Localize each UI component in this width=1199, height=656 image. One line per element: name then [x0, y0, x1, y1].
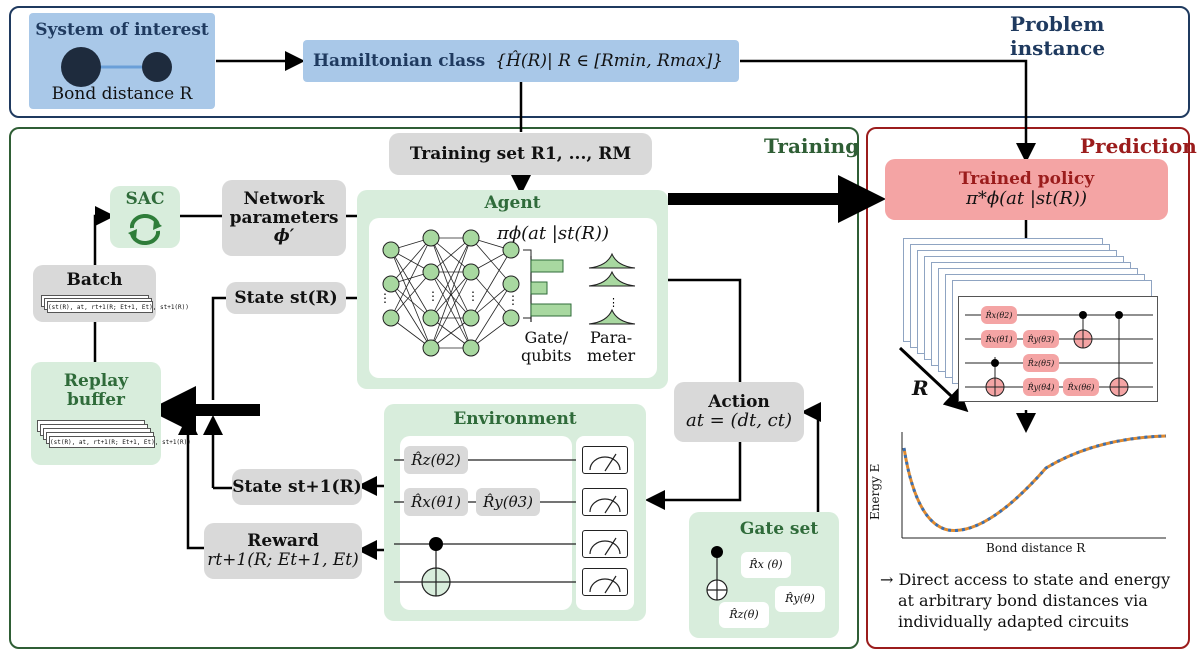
replay-line2: buffer	[67, 389, 125, 410]
hamiltonian-expr: {Ĥ(R)| R ∈ [Rmin, Rmax]}	[495, 50, 724, 71]
state-box: State st(R)	[226, 282, 346, 314]
problem-instance-frame	[9, 6, 1190, 118]
trained-policy-line1: Trained policy	[958, 169, 1095, 190]
gate-set-rz: R̂z(θ)	[719, 602, 769, 628]
batch-row: (st(R), at, rt+1(R; Et+1, Et), st+1(R))	[47, 301, 189, 313]
parameter-label: Para- meter	[587, 328, 636, 366]
circuit-gate-4: R̂y(θ4)	[1023, 378, 1059, 396]
svg-text:⋮: ⋮	[467, 289, 479, 303]
action-line2: at = (dt, ct)	[685, 410, 793, 432]
env-gate-rz: R̂z(θ2)	[404, 446, 468, 474]
action-box: Action at = (dt, ct)	[674, 382, 804, 442]
hamiltonian-class-box: Hamiltonian class {Ĥ(R)| R ∈ [Rmin, Rmax…	[303, 40, 739, 82]
env-gate-ry: R̂y(θ3)	[476, 488, 540, 516]
gate-set-rx: R̂x (θ)	[741, 552, 791, 578]
plot-x-label: Bond distance R	[986, 541, 1086, 555]
training-title: Training	[764, 134, 860, 158]
batch-box: Batch (st(R), at, rt+1(R; Et+1, Et), st+…	[33, 265, 189, 322]
svg-text:⋮: ⋮	[379, 291, 391, 305]
reward-line2: rt+1(R; Et+1, Et)	[207, 550, 359, 570]
circuit-gate-1: R̂x(θ1)	[981, 330, 1017, 348]
problem-instance-title: Problem instance	[1010, 12, 1106, 60]
circuit-gate-0: R̂x(θ2)	[981, 306, 1017, 324]
network-params-line1: Network	[243, 188, 325, 209]
batch-label: Batch	[66, 270, 123, 290]
gate-set-cnot-icon	[706, 546, 728, 601]
sac-label: SAC	[125, 189, 165, 209]
neural-network-icon: ⋮ ⋮ ⋮ ⋮	[379, 229, 539, 357]
env-gate-rx: R̂x(θ1)	[404, 488, 468, 516]
state-next-box: State st+1(R)	[232, 469, 362, 505]
meter-needles	[589, 453, 621, 594]
r-axis-label: R	[912, 376, 929, 400]
state-next-label: State st+1(R)	[232, 476, 362, 497]
svg-text:⋮: ⋮	[608, 296, 619, 309]
state-label: State st(R)	[234, 287, 338, 308]
gate-qubits-label: Gate/ qubits	[521, 328, 572, 366]
gate-set-ry: R̂y(θ)	[775, 586, 825, 612]
action-line1: Action	[708, 391, 770, 412]
reward-box: Reward rt+1(R; Et+1, Et)	[204, 523, 362, 579]
policy-label: πϕ(at |st(R))	[497, 223, 609, 244]
svg-text:⋮: ⋮	[427, 289, 439, 303]
training-frame	[9, 127, 859, 649]
front-circuit: R̂x(θ2) R̂x(θ1) R̂y(θ3) R̂z(θ5) R̂y(θ4) …	[958, 296, 1158, 402]
gate-set-label: Gate set	[739, 519, 819, 539]
network-params-line3: ϕ′	[273, 226, 295, 247]
reward-line1: Reward	[247, 531, 319, 552]
circuit-gate-3: R̂z(θ5)	[1023, 354, 1059, 372]
gaussian-icon: ⋮	[588, 252, 636, 325]
training-set-label: Training set R1, ..., RM	[409, 143, 632, 164]
bond-distance-label: Bond distance R	[51, 84, 193, 104]
training-set-box: Training set R1, ..., RM	[389, 133, 652, 175]
trained-policy-line2: π*ϕ(at |st(R))	[966, 187, 1087, 209]
cycle-arrows-icon	[128, 214, 162, 245]
energy-curve-plot	[901, 432, 1167, 539]
agent-box: Agent ⋮ ⋮ ⋮ ⋮ πϕ(at |st(R))	[357, 190, 668, 389]
network-parameters-box: Network parameters ϕ′	[222, 180, 346, 256]
replay-line1: Replay	[63, 371, 129, 391]
molecule-icon	[61, 47, 172, 87]
sac-box: SAC	[110, 186, 180, 248]
prediction-frame	[866, 127, 1190, 649]
prediction-note: → Direct access to state and energy at a…	[880, 570, 1171, 631]
replay-row: (st(R), at, rt+1(R; Et+1, Et), st+1(R))	[49, 436, 191, 448]
front-circuit-wires	[965, 311, 1153, 397]
system-of-interest-label: System of interest	[35, 20, 209, 40]
cnot-icon	[421, 537, 451, 597]
environment-label: Environment	[453, 409, 577, 429]
plot-y-label: Energy E	[868, 463, 882, 520]
agent-label: Agent	[484, 193, 541, 213]
environment-box: Environment R̂z(θ2) R̂x(θ1) R̂y(θ3)	[384, 404, 646, 621]
circuit-gate-2: R̂y(θ3)	[1023, 330, 1059, 348]
trained-policy-box: Trained policy π*ϕ(at |st(R))	[885, 159, 1168, 220]
gate-set-box: Gate set R̂x (θ) R̂y(θ) R̂z(θ)	[689, 512, 839, 638]
bar-chart-icon	[530, 256, 572, 322]
circuit-gate-5: R̂x(θ6)	[1063, 378, 1099, 396]
hamiltonian-class-label: Hamiltonian class	[313, 50, 486, 71]
prediction-title: Prediction	[1080, 134, 1197, 158]
replay-buffer-box: Replay buffer (st(R), at, rt+1(R; Et+1, …	[31, 362, 191, 465]
system-of-interest-box: System of interest Bond distance R	[29, 13, 215, 109]
network-params-line2: parameters	[229, 207, 339, 228]
svg-text:⋮: ⋮	[507, 293, 519, 307]
